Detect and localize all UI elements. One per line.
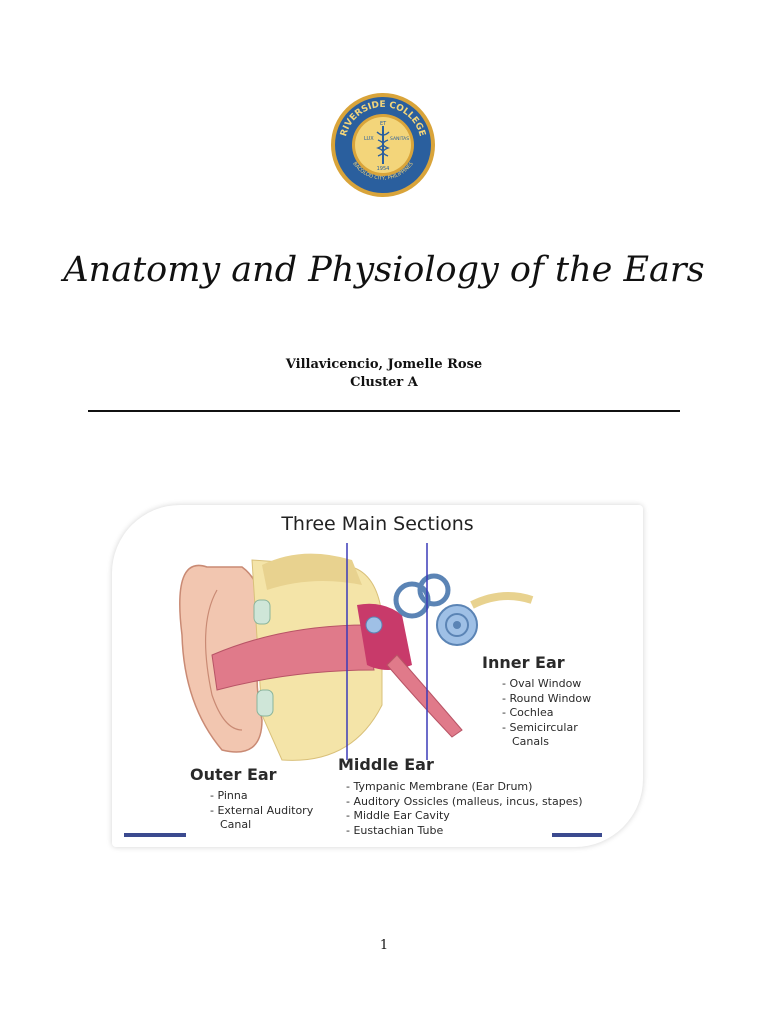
- cluster-label: Cluster A: [350, 375, 418, 390]
- list-item: Auditory Ossicles (malleus, incus, stape…: [346, 795, 582, 810]
- seal-motto-left: LUX: [364, 136, 374, 142]
- author-name: Villavicencio, Jomelle Rose: [285, 357, 483, 372]
- document-title: Anatomy and Physiology of the Ears: [63, 250, 705, 290]
- outer-ear-heading: Outer Ear: [190, 765, 277, 784]
- list-item: Cochlea: [502, 706, 591, 721]
- list-item: Oval Window: [502, 677, 591, 692]
- list-item: Middle Ear Cavity: [346, 809, 583, 824]
- seal-motto-right: SANITAS: [390, 136, 409, 142]
- inner-ear-heading: Inner Ear: [482, 653, 565, 672]
- ear-sections-figure: Three Main Sections Inner Ear Oval Windo…: [112, 505, 643, 847]
- outer-ear-list: Pinna External Auditory Canal: [210, 789, 313, 833]
- page-number: 1: [379, 938, 389, 953]
- list-item: Round Window: [502, 692, 591, 707]
- list-item: Tympanic Membrane (Ear Drum): [346, 780, 583, 795]
- figure-title: Three Main Sections: [281, 513, 474, 535]
- ear-anatomy-illustration: [124, 543, 602, 837]
- seal-motto-mid: ET: [380, 121, 387, 127]
- inner-ear-list: Oval Window Round Window Cochlea Semicir…: [502, 677, 591, 750]
- seal-year: 1954: [377, 166, 390, 172]
- list-item: Pinna: [210, 789, 313, 804]
- middle-ear-list: Tympanic Membrane (Ear Drum) Auditory Os…: [346, 780, 583, 839]
- college-seal-logo: RIVERSIDE COLLEGE BACOLOD CITY, PHILIPPI…: [331, 93, 435, 197]
- list-item: Canal: [220, 818, 252, 831]
- list-item: External Auditory: [210, 804, 313, 819]
- horizontal-divider: [88, 410, 680, 412]
- list-item: Semicircular: [502, 721, 591, 736]
- list-item: Canals: [512, 735, 549, 748]
- middle-ear-heading: Middle Ear: [338, 755, 434, 774]
- list-item: Eustachian Tube: [346, 824, 583, 839]
